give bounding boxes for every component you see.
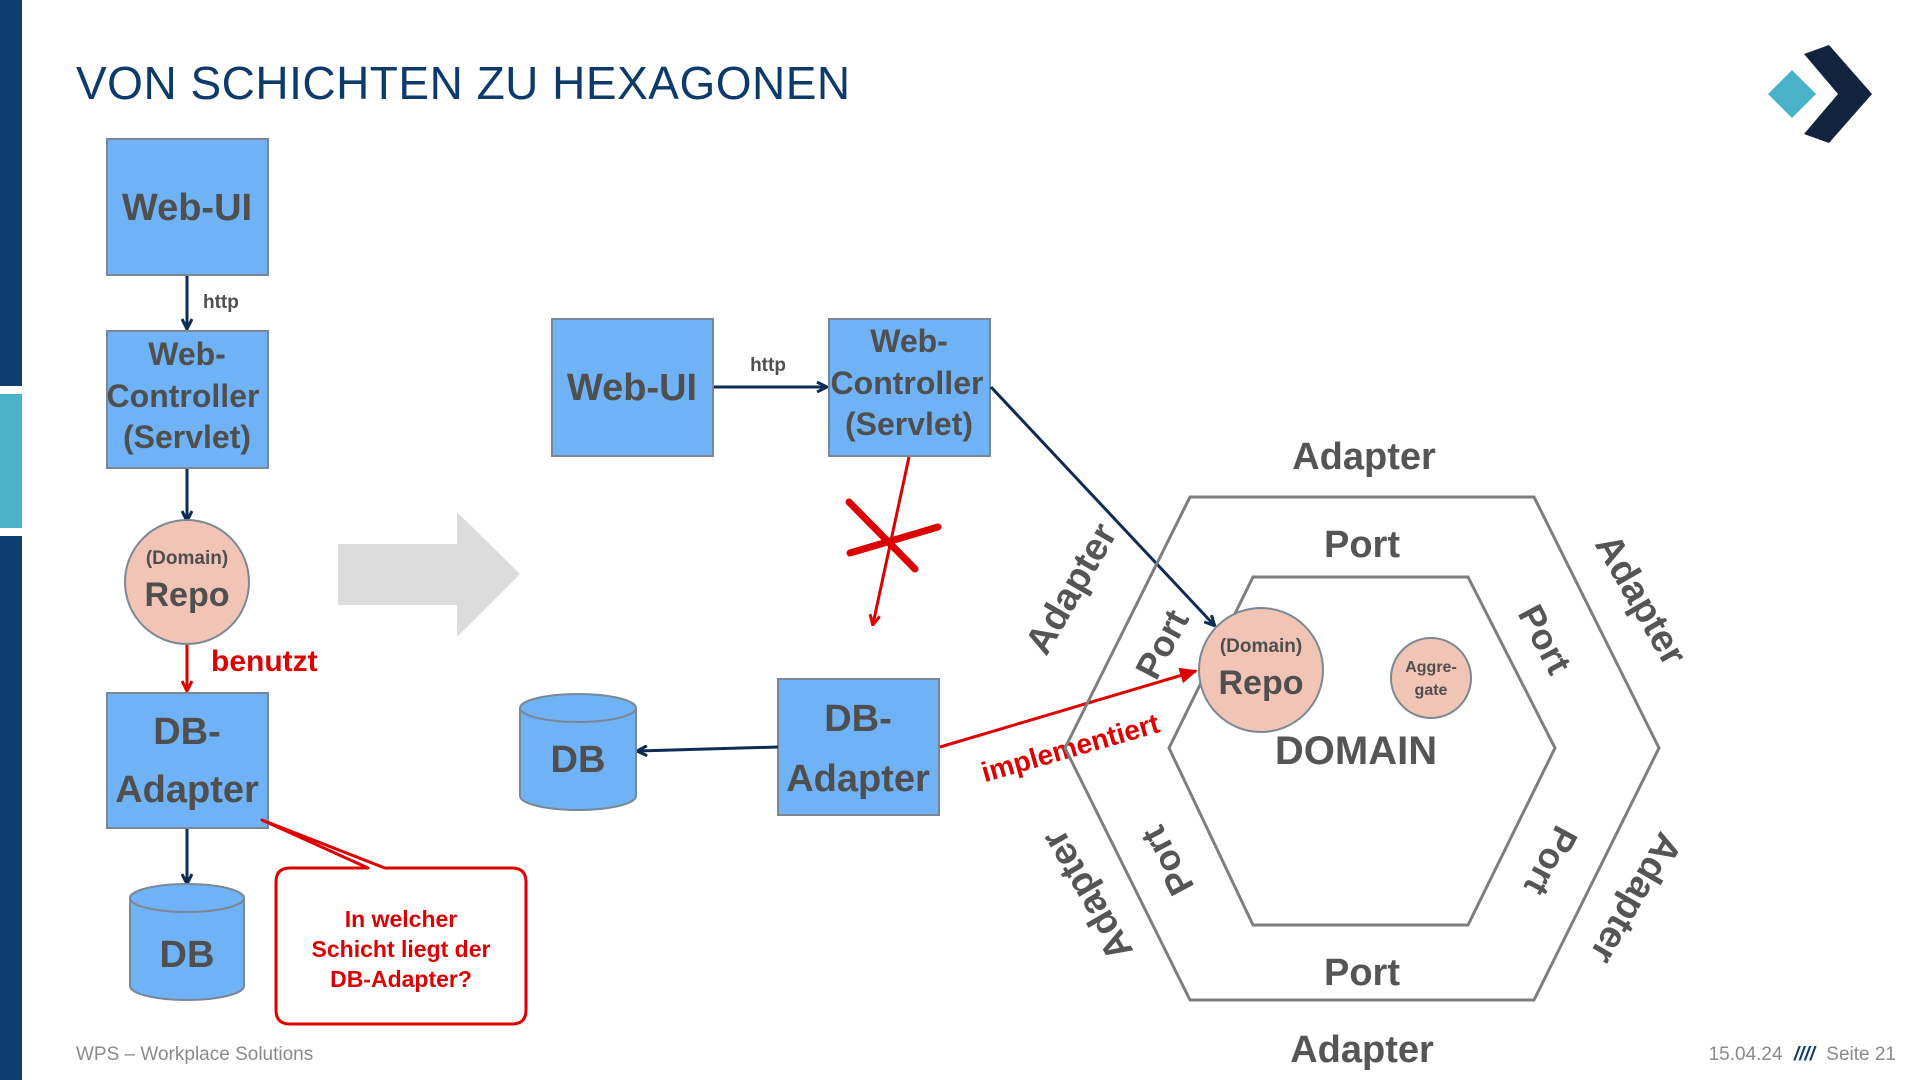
left-web-ui-label: Web-UI (122, 187, 252, 229)
transition-arrow-icon (338, 512, 520, 637)
right-controller-label-2: Controller (831, 365, 984, 401)
inner-hexagon (1167, 575, 1557, 927)
adapter-label-bottom: Adapter (1290, 1029, 1434, 1071)
callout-bubble: In welcher Schicht liegt der DB-Adapter? (260, 818, 528, 1026)
right-db-label: DB (551, 739, 606, 781)
left-controller-label-1: Web- (148, 336, 226, 372)
sidebar-bar-top (0, 0, 22, 386)
right-adapter-db-arrow (638, 747, 779, 751)
left-repo-label-2: Repo (145, 576, 230, 614)
left-controller-box: Web- Controller (Servlet) (106, 330, 269, 469)
right-db-adapter-label-2: Adapter (786, 758, 930, 800)
footer-date: 15.04.24 (1708, 1044, 1783, 1065)
port-label-bottom: Port (1324, 952, 1400, 994)
left-controller-label-3: (Servlet) (123, 419, 251, 455)
callout-line-2: Schicht liegt der (312, 936, 491, 962)
aggregate-circle: Aggre- gate (1390, 637, 1472, 719)
left-controller-label-2: Controller (107, 378, 260, 414)
footer-separator: //// (1793, 1044, 1815, 1065)
callout-line-3: DB-Adapter? (330, 966, 472, 992)
right-http-label: http (750, 355, 786, 376)
sidebar-bar-accent (0, 394, 22, 528)
left-http-label: http (203, 292, 239, 313)
domain-label: DOMAIN (1275, 729, 1437, 773)
controller-to-repo-arrow (989, 385, 1214, 625)
right-db-adapter-box: DB- Adapter (777, 678, 940, 816)
adapter-label-bottom-right: Adapter (1581, 825, 1689, 971)
wps-logo-icon (1767, 45, 1872, 143)
left-db-cylinder-icon: DB (129, 883, 245, 1001)
right-db-adapter-label-1: DB- (824, 698, 892, 740)
left-db-adapter-label-1: DB- (153, 711, 221, 753)
cross-icon (845, 498, 942, 573)
callout-line-1: In welcher (345, 906, 458, 932)
outer-hexagon (1063, 495, 1661, 1002)
right-controller-label-3: (Servlet) (845, 406, 973, 442)
left-db-adapter-box: DB- Adapter (106, 692, 269, 829)
adapter-label-top-right: Adapter (1586, 527, 1694, 673)
left-repo-label-1: (Domain) (146, 548, 228, 569)
port-label-top-right: Port (1510, 598, 1580, 681)
domain-repo-circle: (Domain) Repo (1198, 607, 1324, 733)
implementiert-label: implementiert (978, 708, 1163, 788)
aggregate-label-2: gate (1415, 682, 1448, 699)
adapter-label-top-left: Adapter (1018, 516, 1126, 662)
left-benutzt-label: benutzt (211, 645, 318, 678)
port-label-top: Port (1324, 524, 1400, 566)
adapter-label-bottom-left: Adapter (1033, 822, 1141, 968)
footer-company: WPS – Workplace Solutions (76, 1044, 314, 1065)
domain-repo-label-2: Repo (1219, 664, 1304, 702)
port-label-bottom-right: Port (1516, 819, 1586, 902)
slide-title: VON SCHICHTEN ZU HEXAGONEN (76, 57, 851, 109)
aggregate-label-1: Aggre- (1405, 659, 1457, 676)
right-web-ui-box: Web-UI (551, 318, 714, 457)
right-controller-box: Web- Controller (Servlet) (828, 318, 991, 457)
implementiert-arrow (939, 667, 1198, 749)
port-label-bottom-left: Port (1132, 819, 1202, 902)
left-db-label: DB (160, 934, 215, 976)
footer-page: Seite 21 (1826, 1044, 1896, 1065)
sidebar-bar-bottom (0, 536, 22, 1080)
right-web-ui-label: Web-UI (567, 367, 697, 409)
right-db-cylinder-icon: DB (519, 693, 637, 811)
left-db-adapter-label-2: Adapter (115, 769, 259, 811)
adapter-label-top: Adapter (1292, 436, 1436, 478)
left-web-ui-box: Web-UI (106, 138, 269, 276)
footer-meta: 15.04.24 //// Seite 21 (1709, 1044, 1896, 1066)
domain-repo-label-1: (Domain) (1220, 636, 1302, 657)
right-controller-label-1: Web- (870, 323, 948, 359)
left-repo-circle: (Domain) Repo (124, 519, 250, 645)
